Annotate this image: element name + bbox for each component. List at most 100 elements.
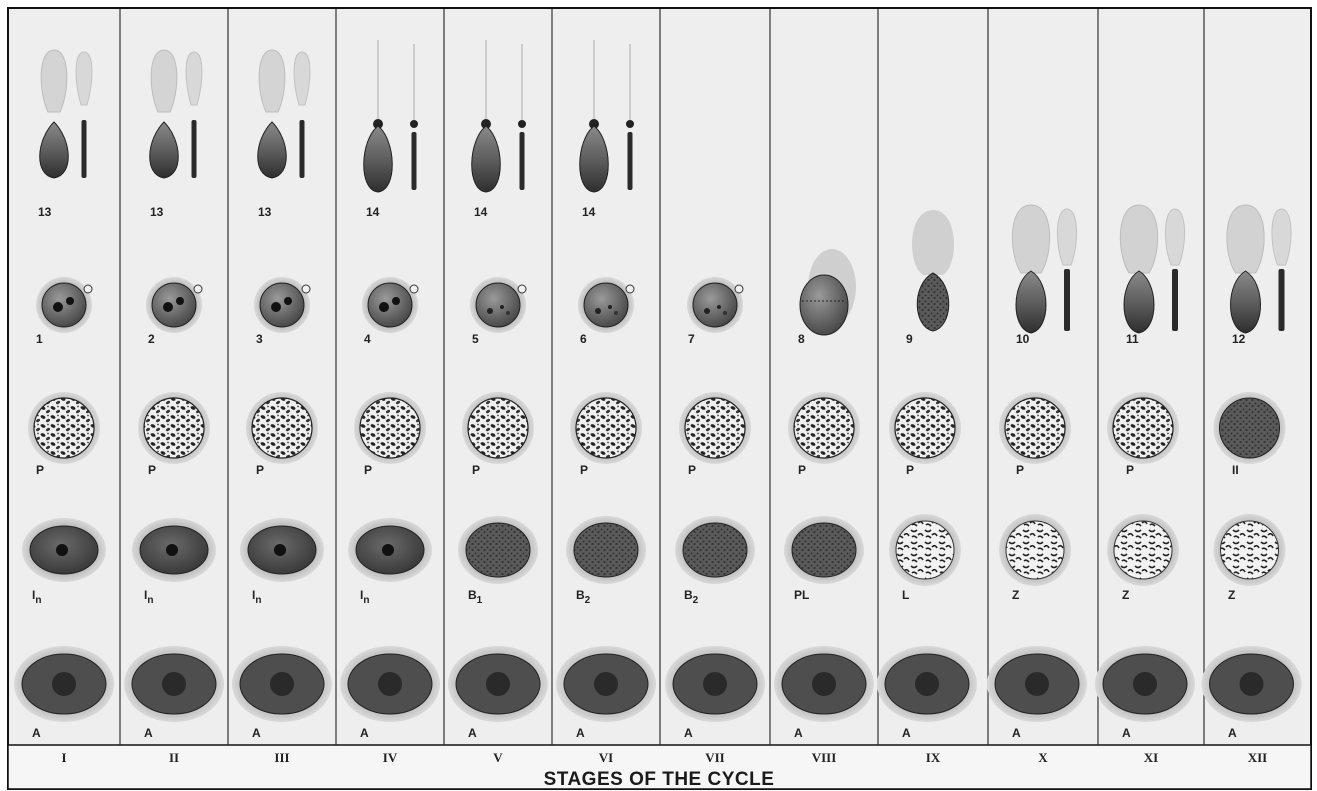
- spermatid-step-label: 5: [472, 332, 479, 346]
- spermatocyte-icon: [784, 516, 864, 584]
- spermatogonium-label: A: [1122, 726, 1131, 740]
- pachytene-spermatocyte-icon: [999, 392, 1071, 464]
- pachytene-spermatocyte-icon: [679, 392, 751, 464]
- spermatocyte-icon: [132, 518, 216, 582]
- spermatogonium-icon: [665, 646, 765, 722]
- spermatogonium-icon: [232, 646, 332, 722]
- spermatogonium-icon: [987, 646, 1087, 722]
- spermatocyte-label: Z: [1012, 588, 1019, 602]
- pachytene-label: P: [1016, 463, 1024, 477]
- spermatid-step-label: 4: [364, 332, 371, 346]
- spermatocyte-label: Z: [1122, 588, 1129, 602]
- spermatogonium-icon: [14, 646, 114, 722]
- pachytene-label: P: [580, 463, 588, 477]
- spermatogonium-label: A: [360, 726, 369, 740]
- spermatid-step-label: 13: [150, 205, 164, 219]
- pachytene-spermatocyte-icon: [889, 392, 961, 464]
- spermatid-step-label: 1: [36, 332, 43, 346]
- spermatogonium-label: A: [684, 726, 693, 740]
- spermatogonium-label: A: [902, 726, 911, 740]
- round-spermatid-icon: [146, 277, 202, 333]
- spermatogonium-label: A: [468, 726, 477, 740]
- spermatid-step-label: 13: [38, 205, 52, 219]
- spermatid-step-label: 12: [1232, 332, 1246, 346]
- round-spermatid-icon: [470, 277, 526, 333]
- spermatid-step-label: 13: [258, 205, 272, 219]
- spermatogonium-label: A: [252, 726, 261, 740]
- spermatogonium-label: A: [32, 726, 41, 740]
- spermatogonium-label: A: [144, 726, 153, 740]
- stage-label: VIII: [812, 750, 837, 765]
- pachytene-label: P: [364, 463, 372, 477]
- stage-label: I: [61, 750, 66, 765]
- pachytene-label: P: [256, 463, 264, 477]
- round-spermatid-icon: [578, 277, 634, 333]
- pachytene-label: P: [906, 463, 914, 477]
- spermatogonium-label: A: [576, 726, 585, 740]
- spermatogonium-icon: [556, 646, 656, 722]
- spermatogonium-icon: [774, 646, 874, 722]
- spermatocyte-icon: [348, 518, 432, 582]
- spermatocyte-label: L: [902, 588, 909, 602]
- spermatocyte-label: PL: [794, 588, 809, 602]
- stage-label: IV: [383, 750, 398, 765]
- round-spermatid-icon: [254, 277, 310, 333]
- pachytene-spermatocyte-icon: [28, 392, 100, 464]
- pachytene-label: P: [148, 463, 156, 477]
- stage-label: V: [493, 750, 503, 765]
- pachytene-label: II: [1232, 463, 1239, 477]
- spermatocyte-icon: [999, 514, 1071, 586]
- pachytene-label: P: [688, 463, 696, 477]
- stage-label: XI: [1144, 750, 1158, 765]
- pachytene-spermatocyte-icon: [246, 392, 318, 464]
- spermatocyte-icon: [566, 516, 646, 584]
- round-spermatid-icon: [687, 277, 743, 333]
- spermatogonium-label: A: [794, 726, 803, 740]
- spermatid-step-label: 7: [688, 332, 695, 346]
- stage-label: XII: [1248, 750, 1268, 765]
- spermatid-step-label: 14: [582, 205, 596, 219]
- spermatocyte-icon: [240, 518, 324, 582]
- spermatogonium-icon: [340, 646, 440, 722]
- plate-title: STAGES OF THE CYCLE: [544, 769, 775, 790]
- spermatid-step-label: 14: [366, 205, 380, 219]
- pachytene-label: P: [472, 463, 480, 477]
- spermatid-step-label: 8: [798, 332, 805, 346]
- spermatocyte-label: Z: [1228, 588, 1235, 602]
- spermatocyte-icon: [458, 516, 538, 584]
- stage-label: II: [169, 750, 179, 765]
- spermatogonium-label: A: [1228, 726, 1237, 740]
- spermatocyte-icon: [22, 518, 106, 582]
- spermatid-step-label: 3: [256, 332, 263, 346]
- spermatid-step-label: 6: [580, 332, 587, 346]
- spermatid-step-label: 9: [906, 332, 913, 346]
- spermatid-step-label: 2: [148, 332, 155, 346]
- pachytene-spermatocyte-icon: [462, 392, 534, 464]
- spermatocyte-icon: [1214, 514, 1286, 586]
- spermatocyte-icon: [889, 514, 961, 586]
- spermatocyte-icon: [675, 516, 755, 584]
- stage-label: IX: [926, 750, 941, 765]
- spermatogonium-icon: [1202, 646, 1302, 722]
- pachytene-spermatocyte-icon: [788, 392, 860, 464]
- spermatid-step-label: 10: [1016, 332, 1030, 346]
- pachytene-spermatocyte-icon: [1214, 392, 1286, 464]
- pachytene-spermatocyte-icon: [570, 392, 642, 464]
- round-spermatid-icon: [36, 277, 92, 333]
- round-spermatid-icon: [362, 277, 418, 333]
- spermatogonium-label: A: [1012, 726, 1021, 740]
- pachytene-spermatocyte-icon: [354, 392, 426, 464]
- spermatogonium-icon: [124, 646, 224, 722]
- pachytene-label: P: [36, 463, 44, 477]
- spermatocyte-icon: [1107, 514, 1179, 586]
- pachytene-spermatocyte-icon: [138, 392, 210, 464]
- spermatid-step-label: 14: [474, 205, 488, 219]
- spermatid-step-label: 11: [1126, 332, 1139, 346]
- pachytene-spermatocyte-icon: [1107, 392, 1179, 464]
- pachytene-label: P: [798, 463, 806, 477]
- stage-label: VII: [705, 750, 725, 765]
- stage-label: VI: [599, 750, 613, 765]
- spermatogonium-icon: [1095, 646, 1195, 722]
- stage-label: III: [274, 750, 289, 765]
